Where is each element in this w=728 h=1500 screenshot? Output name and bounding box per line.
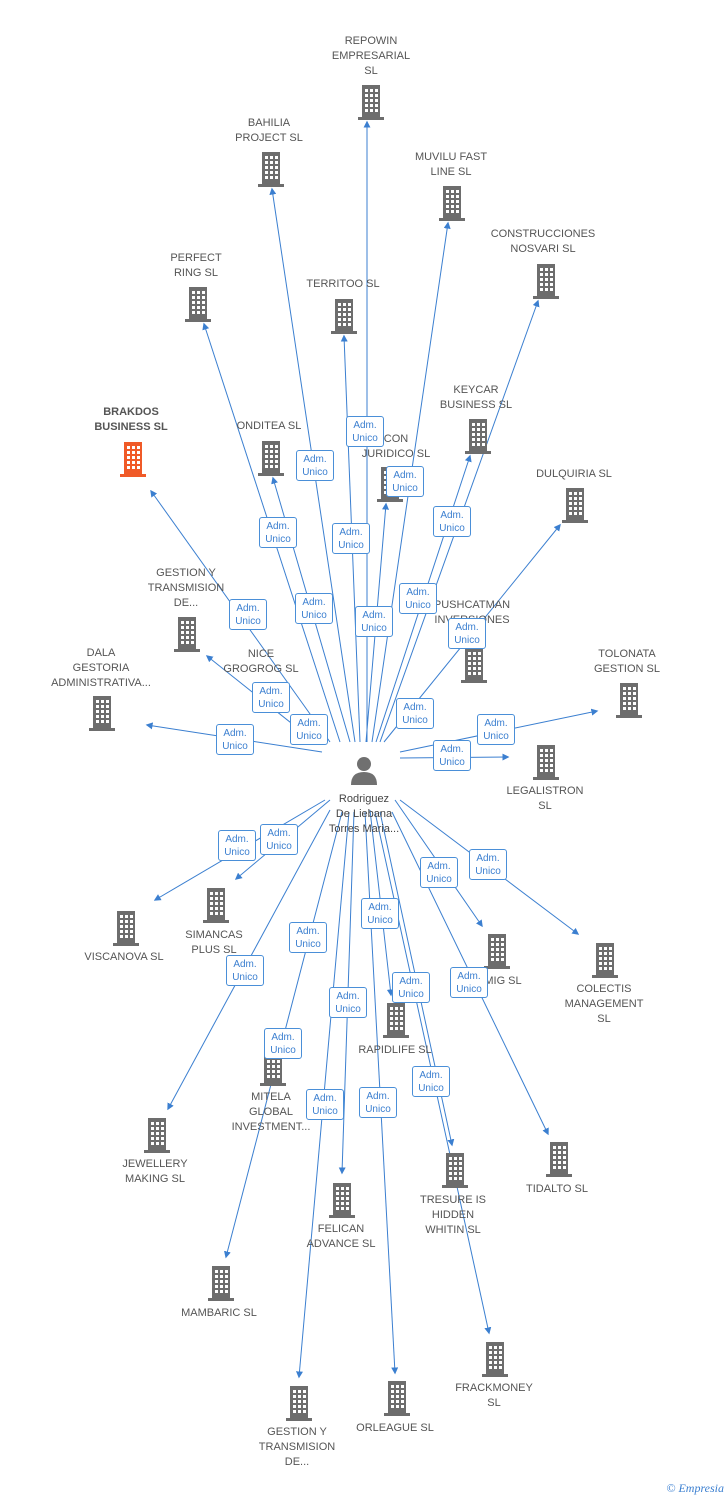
territoo-label[interactable]: TERRITOO SL	[306, 278, 380, 290]
relation-badge[interactable]: Adm. Unico	[392, 972, 430, 1003]
felican-label[interactable]: FELICAN ADVANCE SL	[306, 1223, 376, 1250]
relation-badge[interactable]: Adm. Unico	[226, 955, 264, 986]
construcciones-label[interactable]: CONSTRUCCIONES NOSVARI SL	[490, 228, 596, 255]
relation-badge[interactable]: Adm. Unico	[359, 1087, 397, 1118]
mig-label[interactable]: MIG SL	[484, 975, 522, 987]
con-juridico-label[interactable]: CON JURIDICO SL	[361, 433, 431, 460]
relation-badge[interactable]: Adm. Unico	[469, 849, 507, 880]
relation-badge[interactable]: Adm. Unico	[433, 740, 471, 771]
relation-badge[interactable]: Adm. Unico	[477, 714, 515, 745]
relation-badge[interactable]: Adm. Unico	[218, 830, 256, 861]
person-icon	[351, 757, 377, 785]
relation-badge[interactable]: Adm. Unico	[448, 618, 486, 649]
relation-badge[interactable]: Adm. Unico	[252, 682, 290, 713]
relation-badge[interactable]: Adm. Unico	[296, 450, 334, 481]
tresure-label[interactable]: TRESURE IS HIDDEN WHITIN SL	[419, 1194, 486, 1236]
relation-badge[interactable]: Adm. Unico	[420, 857, 458, 888]
gestion-bottom-label[interactable]: GESTION Y TRANSMISION DE...	[258, 1426, 336, 1468]
relation-badge[interactable]: Adm. Unico	[450, 967, 488, 998]
frackmoney-label[interactable]: FRACKMONEY SL	[455, 1382, 533, 1409]
keycar-label[interactable]: KEYCAR BUSINESS SL	[439, 384, 513, 411]
relation-badge[interactable]: Adm. Unico	[396, 698, 434, 729]
center-person-label: Rodriguez De Liebana Torres Maria...	[328, 793, 400, 835]
tolonata-label[interactable]: TOLONATA GESTION SL	[593, 648, 661, 675]
relation-badge[interactable]: Adm. Unico	[332, 523, 370, 554]
muvilu-label[interactable]: MUVILU FAST LINE SL	[414, 151, 488, 178]
relation-badge[interactable]: Adm. Unico	[259, 517, 297, 548]
legalistron-label[interactable]: LEGALISTRON SL	[506, 785, 584, 812]
bahilia-label[interactable]: BAHILIA PROJECT SL	[235, 117, 303, 144]
relation-badge[interactable]: Adm. Unico	[346, 416, 384, 447]
relation-badge[interactable]: Adm. Unico	[295, 593, 333, 624]
relation-badge[interactable]: Adm. Unico	[289, 922, 327, 953]
repowin-label[interactable]: REPOWIN EMPRESARIAL SL	[331, 35, 411, 77]
perfect-label[interactable]: PERFECT RING SL	[170, 252, 222, 279]
colectis-label[interactable]: COLECTIS MANAGEMENT SL	[564, 983, 644, 1025]
tidalto-label[interactable]: TIDALTO SL	[526, 1183, 588, 1195]
rapidlife-label[interactable]: RAPIDLIFE SL	[358, 1044, 432, 1056]
relation-badge[interactable]: Adm. Unico	[260, 824, 298, 855]
onditea-label[interactable]: ONDITEA SL	[236, 420, 302, 432]
relation-badge[interactable]: Adm. Unico	[355, 606, 393, 637]
viscanova-label[interactable]: VISCANOVA SL	[84, 951, 164, 963]
relation-badge[interactable]: Adm. Unico	[433, 506, 471, 537]
nice-label[interactable]: NICE GROGROG SL	[223, 648, 299, 675]
relation-badge[interactable]: Adm. Unico	[386, 466, 424, 497]
relation-badge[interactable]: Adm. Unico	[306, 1089, 344, 1120]
mitela-label[interactable]: MITELA GLOBAL INVESTMENT...	[231, 1091, 311, 1133]
watermark: © Empresia	[666, 1481, 724, 1495]
relation-badge[interactable]: Adm. Unico	[290, 714, 328, 745]
brakdos-label[interactable]: BRAKDOS BUSINESS SL	[94, 406, 168, 433]
gestion-top-label[interactable]: GESTION Y TRANSMISION DE...	[147, 567, 225, 609]
orleague-label[interactable]: ORLEAGUE SL	[356, 1422, 434, 1434]
relation-badge[interactable]: Adm. Unico	[412, 1066, 450, 1097]
relation-badge[interactable]: Adm. Unico	[361, 898, 399, 929]
dulquiria-label[interactable]: DULQUIRIA SL	[536, 468, 612, 480]
dala-label[interactable]: DALA GESTORIA ADMINISTRATIVA...	[51, 647, 151, 689]
jewellery-label[interactable]: JEWELLERY MAKING SL	[122, 1158, 188, 1185]
mambaric-label[interactable]: MAMBARIC SL	[181, 1307, 257, 1319]
relation-badge[interactable]: Adm. Unico	[216, 724, 254, 755]
relation-badge[interactable]: Adm. Unico	[264, 1028, 302, 1059]
relation-badge[interactable]: Adm. Unico	[229, 599, 267, 630]
simancas-label[interactable]: SIMANCAS PLUS SL	[185, 929, 243, 956]
relation-badge[interactable]: Adm. Unico	[329, 987, 367, 1018]
relation-badge[interactable]: Adm. Unico	[399, 583, 437, 614]
